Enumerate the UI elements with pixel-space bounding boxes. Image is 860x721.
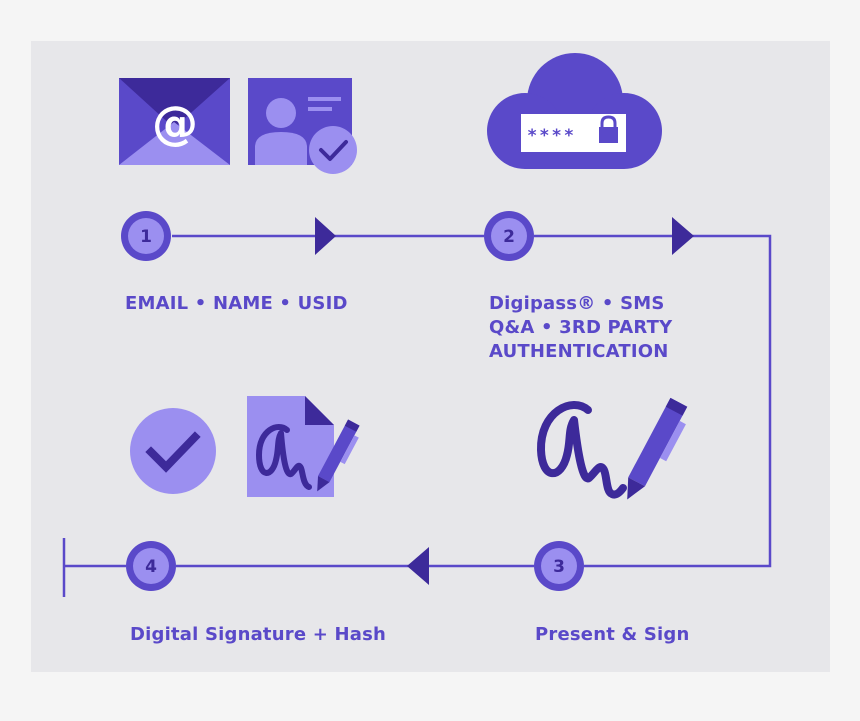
step-4-label: Digital Signature + Hash	[130, 623, 386, 647]
step-3-label-line: Present & Sign	[535, 624, 690, 645]
email-envelope-icon: @	[119, 78, 230, 165]
step-2-label-line-3: AUTHENTICATION	[489, 341, 669, 362]
step-marker-2: 2	[484, 211, 534, 261]
step-1-label: EMAIL • NAME • USID	[125, 292, 348, 316]
masked-password: ****	[527, 126, 576, 146]
step-2-label: Digipass® • SMS Q&A • 3RD PARTY AUTHENTI…	[489, 292, 672, 364]
step-4-label-line: Digital Signature + Hash	[130, 624, 386, 645]
signature-pen-icon	[536, 397, 688, 500]
arrow-right-icon	[315, 217, 336, 255]
step-1-label-line: EMAIL • NAME • USID	[125, 293, 348, 314]
step-number: 2	[503, 227, 515, 247]
step-marker-3: 3	[534, 541, 584, 591]
step-3-label: Present & Sign	[535, 623, 689, 647]
id-card-verified-icon	[248, 78, 357, 174]
step-2-label-line-2: Q&A • 3RD PARTY	[489, 317, 673, 338]
step-number: 3	[553, 557, 565, 577]
lock-icon	[599, 115, 618, 143]
check-circle-icon	[130, 408, 216, 494]
arrow-right-icon	[672, 217, 694, 255]
step-marker-4: 4	[126, 541, 176, 591]
svg-text:@: @	[152, 96, 198, 150]
step-2-label-line-1: Digipass® • SMS	[489, 293, 665, 314]
cloud-password-lock-icon: ****	[487, 53, 662, 169]
signed-document-icon	[247, 396, 360, 497]
arrow-left-icon	[407, 547, 429, 585]
flow-line-2-3	[534, 234, 772, 568]
step-number: 4	[145, 557, 157, 577]
step-number: 1	[140, 227, 152, 247]
step-marker-1: 1	[121, 211, 171, 261]
